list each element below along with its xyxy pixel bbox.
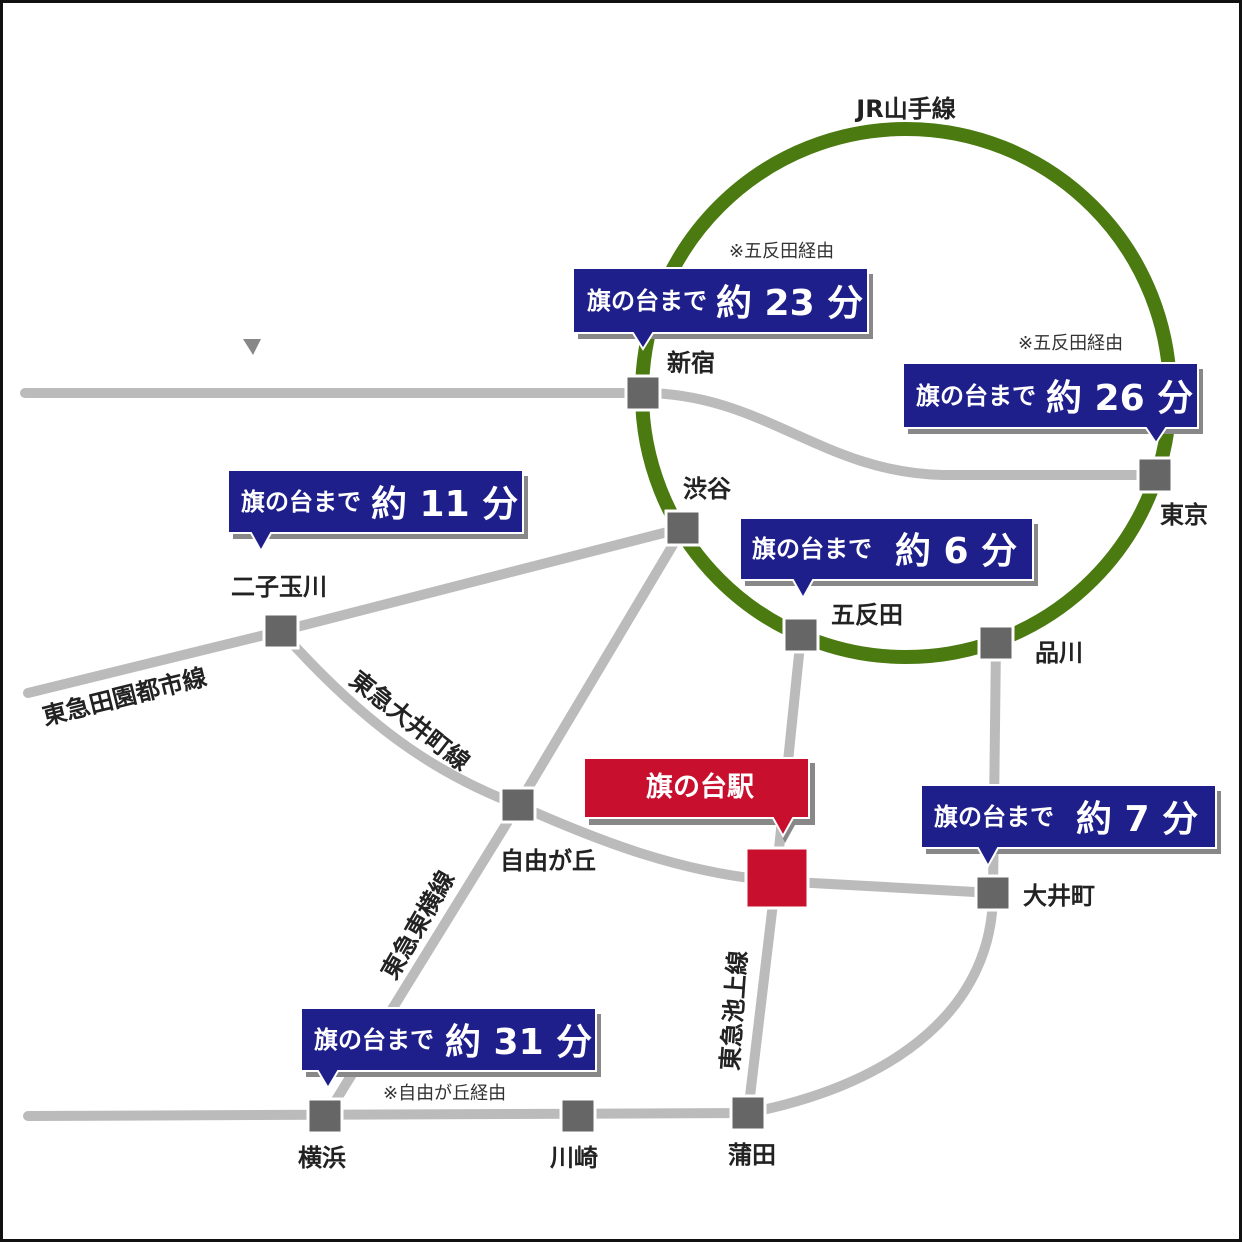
keihin-tohoku-line	[23, 888, 998, 1121]
yamanote-label: JR山手線	[854, 95, 955, 123]
callout-prefix: 旗の台まで	[241, 488, 361, 516]
station-tokyo[interactable]	[1136, 456, 1174, 494]
callout-prefix: 旗の台まで	[916, 382, 1036, 410]
station-kawasaki[interactable]	[559, 1097, 597, 1135]
map-svg: JR山手線 東急田園都市線 東急大井町線 東急東横線 東急池上線 新宿 東京 渋…	[20, 95, 1221, 1172]
label-yokohama: 横浜	[298, 1144, 346, 1172]
chuo-line	[20, 388, 1160, 480]
callout-note: ※五反田経由	[729, 241, 834, 262]
ikegami-label: 東急池上線	[716, 950, 752, 1072]
callout-time: 約 31 分	[445, 1022, 592, 1063]
callout-tokyo: 旗の台まで 約 26 分 ※五反田経由	[902, 333, 1203, 445]
callout-gotanda: 旗の台まで 約 6 分	[739, 517, 1038, 601]
label-shinjuku: 新宿	[667, 349, 715, 377]
denentoshi-line	[23, 523, 688, 698]
label-shibuya: 渋谷	[683, 475, 732, 503]
station-oimachi[interactable]	[974, 874, 1012, 912]
station-yokohama[interactable]	[306, 1097, 344, 1135]
callout-note: ※自由が丘経由	[383, 1083, 506, 1104]
station-kamata[interactable]	[729, 1094, 767, 1132]
callout-time: 約 11 分	[371, 484, 518, 525]
callout-yokohama: 旗の台まで 約 31 分 ※自由が丘経由	[300, 1007, 601, 1104]
oimachi-line-label: 東急大井町線	[344, 666, 475, 777]
callout-oimachi: 旗の台まで 約 7 分	[920, 784, 1221, 869]
callout-time: 約 26 分	[1046, 378, 1193, 419]
station-shibuya[interactable]	[664, 509, 702, 547]
label-kamata: 蒲田	[728, 1141, 776, 1169]
callout-time: 約 6 分	[895, 531, 1017, 572]
station-jiyugaoka[interactable]	[499, 786, 537, 824]
station-shinjuku[interactable]	[624, 374, 662, 412]
callout-shinjuku: 旗の台まで 約 23 分 ※五反田経由	[243, 241, 873, 355]
callout-time: 約 23 分	[716, 283, 863, 324]
station-gotanda[interactable]	[782, 616, 820, 654]
label-jiyugaoka: 自由が丘	[500, 847, 596, 875]
label-gotanda: 五反田	[831, 601, 903, 629]
callout-prefix: 旗の台まで	[314, 1026, 434, 1054]
label-shinagawa: 品川	[1035, 639, 1083, 667]
callout-prefix: 旗の台まで	[587, 287, 707, 315]
hatanodai-callout-label: 旗の台駅	[646, 771, 754, 803]
callout-futakotamagawa: 旗の台まで 約 11 分	[227, 469, 528, 554]
callout-time: 約 7 分	[1076, 799, 1198, 840]
label-tokyo: 東京	[1160, 501, 1208, 529]
station-shinagawa[interactable]	[977, 624, 1015, 662]
label-kawasaki: 川崎	[550, 1144, 598, 1172]
label-oimachi: 大井町	[1023, 882, 1095, 910]
callout-prefix: 旗の台まで	[934, 803, 1054, 831]
station-hatanodai[interactable]	[744, 846, 810, 910]
callout-prefix: 旗の台まで	[752, 535, 872, 563]
label-futakotamagawa: 二子玉川	[231, 573, 327, 601]
hatanodai-callout: 旗の台駅	[583, 757, 815, 843]
callout-note: ※五反田経由	[1018, 333, 1123, 354]
station-futakotamagawa[interactable]	[262, 612, 300, 650]
